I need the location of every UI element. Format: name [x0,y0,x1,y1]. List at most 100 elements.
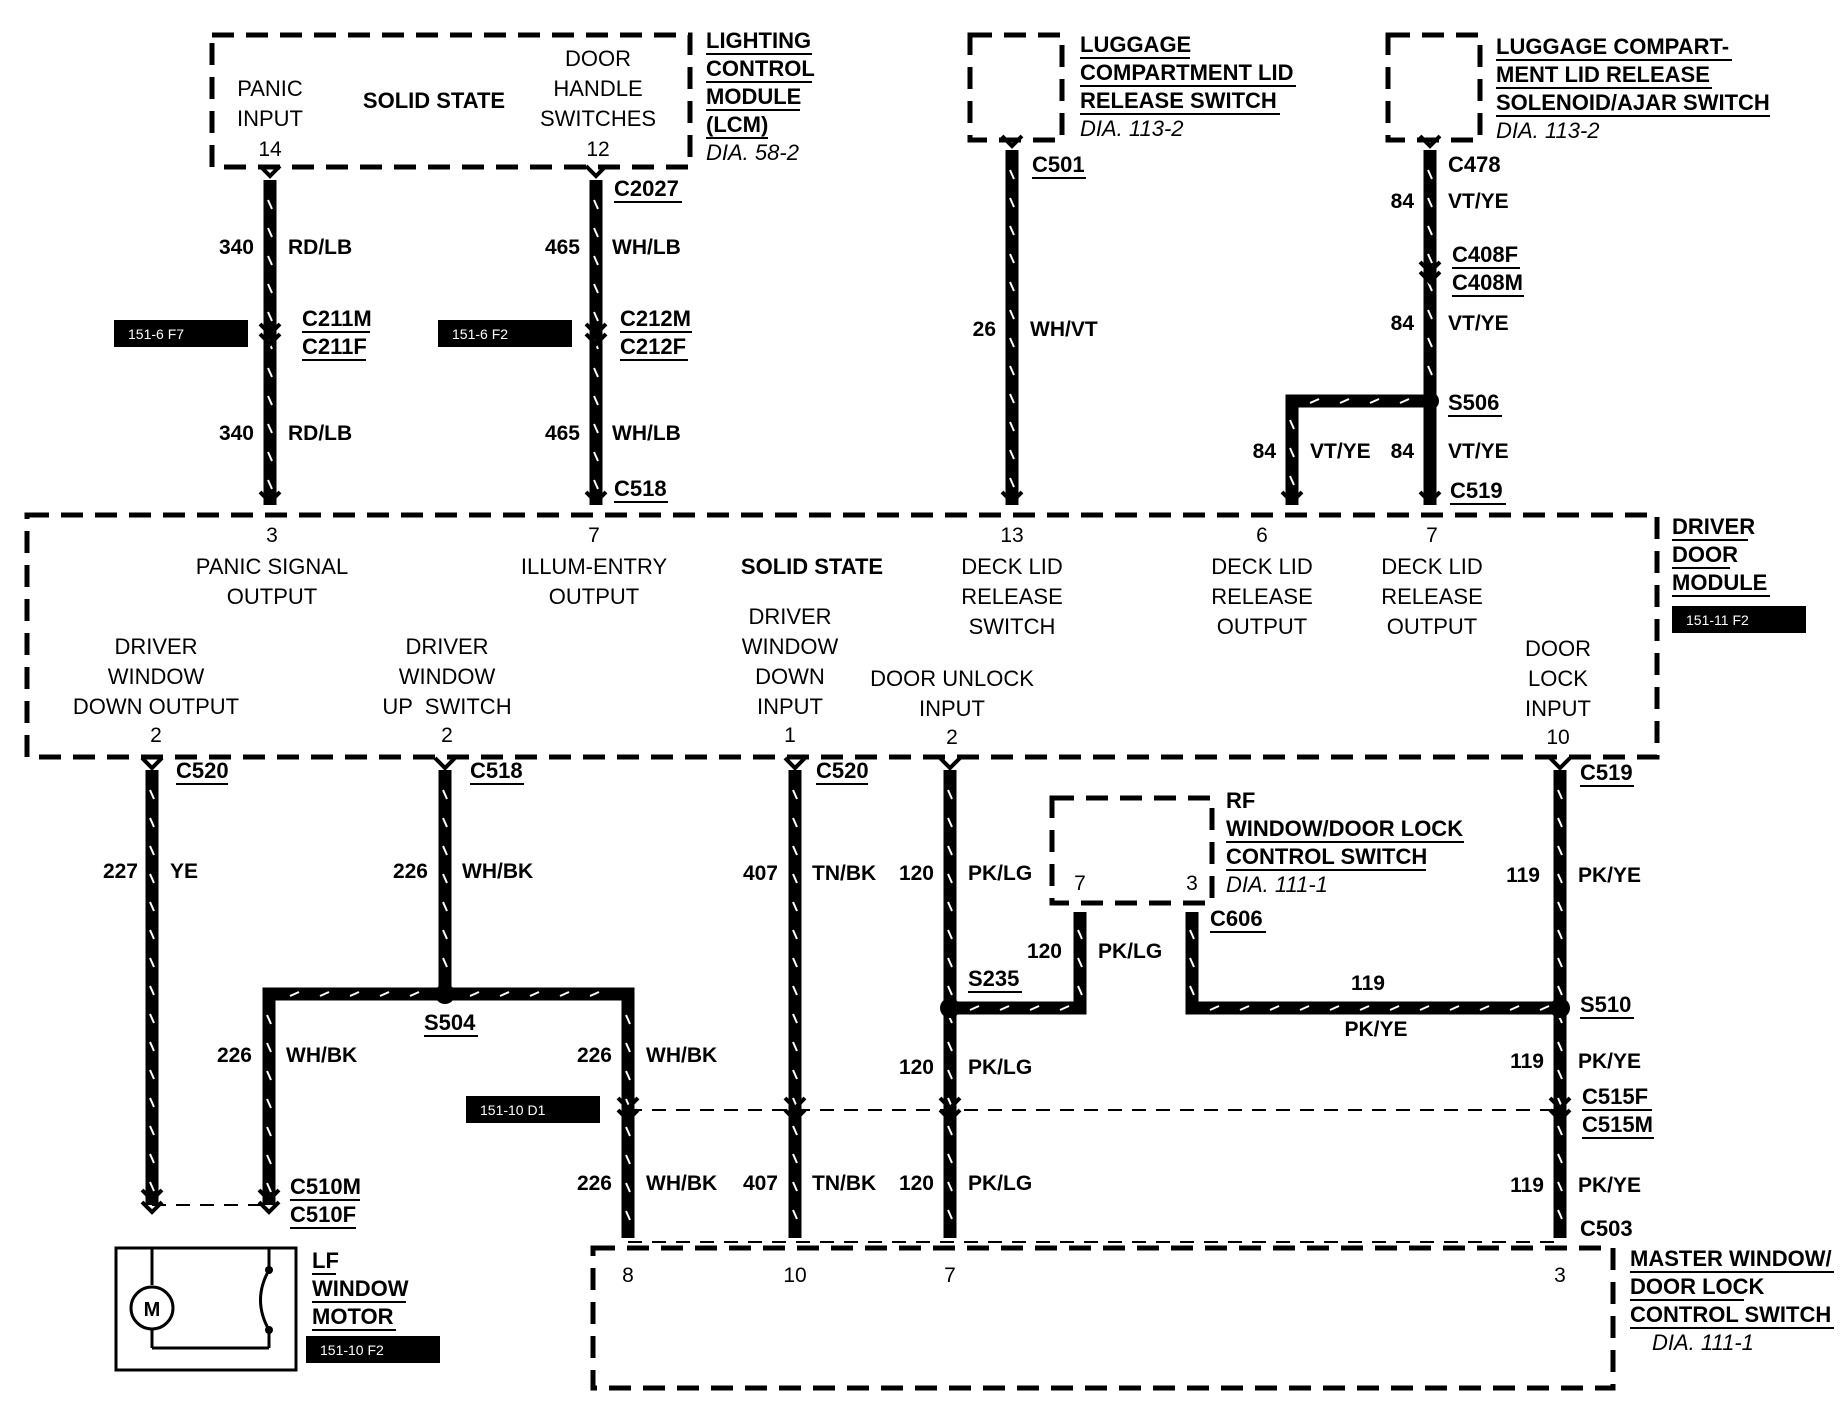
ddm-bottom-pin-2-label-2: WINDOW [399,664,496,689]
ddm-top-pin-5-label-1: DECK LID [1381,554,1482,579]
wire-stripe [1009,477,1015,488]
wire-stripe [149,845,155,856]
wire-circuit-226-b: 226 [217,1044,252,1067]
wire-color-84-d: VT/YE [1448,440,1509,463]
ddm-top-pin-4: 6 [1256,524,1268,547]
wire-stripe [266,1098,272,1109]
wire-stripe [947,1209,953,1220]
wire-stripe [267,367,273,378]
wire-stripe [267,283,273,294]
wire-stripe [1427,197,1433,208]
wire-color-226-d: WH/BK [646,1172,717,1195]
ddm-bottom-pin-3-label-2: WINDOW [742,634,839,659]
connector-chevron [140,1200,164,1215]
wire-stripe [1289,419,1295,430]
wire-stripe [947,873,953,884]
lcm-pin14: 14 [258,138,282,161]
wire-circuit-407-b: 407 [743,1172,778,1195]
motor-m-label: M [144,1299,161,1321]
wire-stripe [559,991,570,997]
wire-color-226-a: WH/BK [462,860,533,883]
wire-stripe [1427,337,1433,348]
wire-stripe [149,1069,155,1080]
wire-stripe [267,227,273,238]
ddm-bottom-pin-5: 10 [1546,726,1569,749]
wire-stripe [1359,1005,1370,1011]
connector-chevron [938,1108,962,1123]
wire-stripe [529,991,540,997]
wire-stripe [1557,789,1563,800]
connector-chevron [616,1096,640,1111]
splice-label-s510: S510 [1580,992,1631,1017]
wire-stripe [792,873,798,884]
ddm-ref: 151-11 F2 [1686,612,1749,628]
master-title-2: DOOR LOCK [1630,1274,1765,1299]
connector-chevron [783,756,807,771]
wire-circuit-26: 26 [973,318,996,341]
wire-color-119-b: PK/YE [1344,1018,1407,1041]
ddm-bottom-pin-1-label-3: DOWN OUTPUT [73,694,239,719]
wire-stripe [1209,1005,1220,1011]
connector-chevron [258,164,282,179]
master-pin-3: 3 [1554,1264,1566,1287]
lcm-box [209,32,693,170]
wire-stripe [149,873,155,884]
wire-circuit-465-b: 465 [545,422,580,445]
conn-c606: C606 [1210,906,1263,931]
conn-c520-b: C520 [816,758,869,783]
conn-c408m: C408M [1452,270,1523,295]
wire-stripe [1399,398,1410,404]
ddm-bottom-pin-5-label-2: LOCK [1528,666,1588,691]
wire-stripe [1557,1153,1563,1164]
lid-solenoid-dia: DIA. 113-2 [1496,118,1600,143]
wire-stripe [1299,1005,1310,1011]
rf-switch-box [1049,795,1215,906]
wire-stripe [999,1005,1010,1011]
connector-chevron [140,1188,164,1203]
wire-stripe [1077,929,1083,940]
ddm-title-1: DRIVER [1672,514,1755,539]
connector-chevron [140,756,164,771]
ddm-bottom-pin-4: 2 [946,726,958,749]
wire-color-84-c: VT/YE [1310,440,1371,463]
lcm-pin12-label-3: SWITCHES [540,106,656,131]
ddm-top-pin-2-label-2: OUTPUT [549,584,639,609]
wire-stripe [593,283,599,294]
wire-stripe [593,199,599,210]
wire-circuit-84-b: 84 [1391,312,1415,335]
wire-stripe [1009,225,1015,236]
wire-stripe [149,789,155,800]
wire-stripe [1427,169,1433,180]
connector-chevron [584,322,608,337]
wire-stripe [1077,957,1083,968]
wire-stripe [792,789,798,800]
wire-stripe [1009,393,1015,404]
wire-stripe [1189,985,1195,996]
connector-chevron [1548,756,1572,771]
wire-circuit-226-d: 226 [577,1172,612,1195]
conn-c2027: C2027 [614,176,679,201]
wire-stripe [267,479,273,490]
wire-stripe [1289,447,1295,458]
wire-stripe [625,1014,631,1025]
wire-stripe [792,957,798,968]
wire-color-84-a: VT/YE [1448,190,1509,213]
ddm-top-pin-3-label-1: DECK LID [961,554,1062,579]
wire-stripe [149,901,155,912]
lid-solenoid-title-1: LUGGAGE COMPART- [1496,34,1729,59]
ref-c211: 151-6 F7 [128,326,184,342]
wire-stripe [1557,1069,1563,1080]
wire-stripe [442,957,448,968]
rf-dia: DIA. 111-1 [1226,872,1328,897]
ddm-bottom-pin-2-label-1: DRIVER [405,634,488,659]
connector-chevron [1418,490,1442,505]
conn-c211m: C211M [302,306,372,331]
wire-stripe [266,1182,272,1193]
ddm-bottom-pin-5-label-1: DOOR [1525,636,1591,661]
wire-stripe [1509,1005,1520,1011]
wire-stripe [1427,225,1433,236]
lcm-type: SOLID STATE [363,88,505,113]
wire-stripe [1557,845,1563,856]
wire-stripe [1289,475,1295,486]
